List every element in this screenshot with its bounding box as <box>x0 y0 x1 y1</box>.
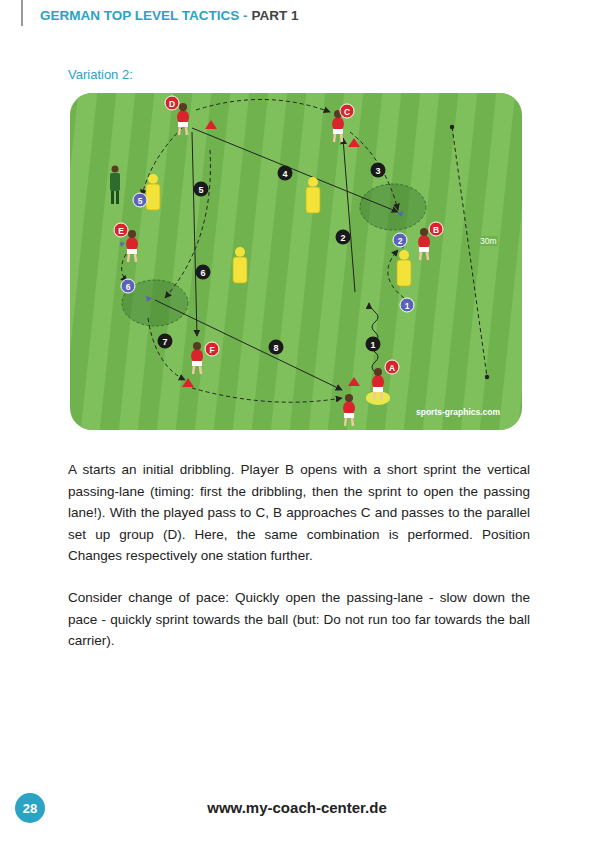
page-number: 28 <box>15 793 45 823</box>
runner-marker <box>120 211 405 302</box>
dimension: 30m <box>479 236 498 246</box>
position-number: 5 <box>133 193 148 208</box>
footer-url: www.my-coach-center.de <box>207 799 387 816</box>
callout-number: 5 <box>194 182 209 197</box>
run-lines <box>122 99 487 402</box>
start-spot <box>366 391 390 405</box>
player-letter: E <box>114 223 129 238</box>
player-letter: A <box>385 360 400 375</box>
callout-number: 4 <box>278 166 293 181</box>
callout-number: 7 <box>158 334 173 349</box>
body-text: A starts an initial dribbling. Player B … <box>68 459 530 567</box>
pitch <box>70 93 522 430</box>
player-letter: C <box>340 104 355 119</box>
player-letter: F <box>205 342 220 357</box>
player <box>126 103 430 426</box>
callout-number: 1 <box>366 337 381 352</box>
player-letter: D <box>165 96 180 111</box>
callout-number: 3 <box>371 163 386 178</box>
section-heading: Variation 2: <box>68 67 133 82</box>
callout-number: 2 <box>336 230 351 245</box>
header-title: GERMAN TOP LEVEL TACTICS - <box>40 8 248 23</box>
header-part: PART 1 <box>252 8 299 23</box>
callout-number: 8 <box>269 340 284 355</box>
header-rule <box>22 0 23 26</box>
position-number: 1 <box>400 298 415 313</box>
position-number: 6 <box>121 279 136 294</box>
mannequin <box>146 174 411 286</box>
page-badge <box>15 793 45 823</box>
callout-number: 6 <box>196 265 211 280</box>
watermark: sports-graphics.com <box>416 407 500 417</box>
pitch-stripe <box>497 93 522 430</box>
coach <box>110 166 120 205</box>
position-number: 2 <box>393 233 408 248</box>
pass-lines <box>155 128 398 390</box>
body-text: Consider change of pace: Quickly open th… <box>68 587 530 652</box>
player-letter: B <box>429 222 444 237</box>
running-header: GERMAN TOP LEVEL TACTICS - PART 1 <box>40 8 299 23</box>
cone <box>182 120 360 387</box>
page-number-text: 28 <box>23 801 37 816</box>
